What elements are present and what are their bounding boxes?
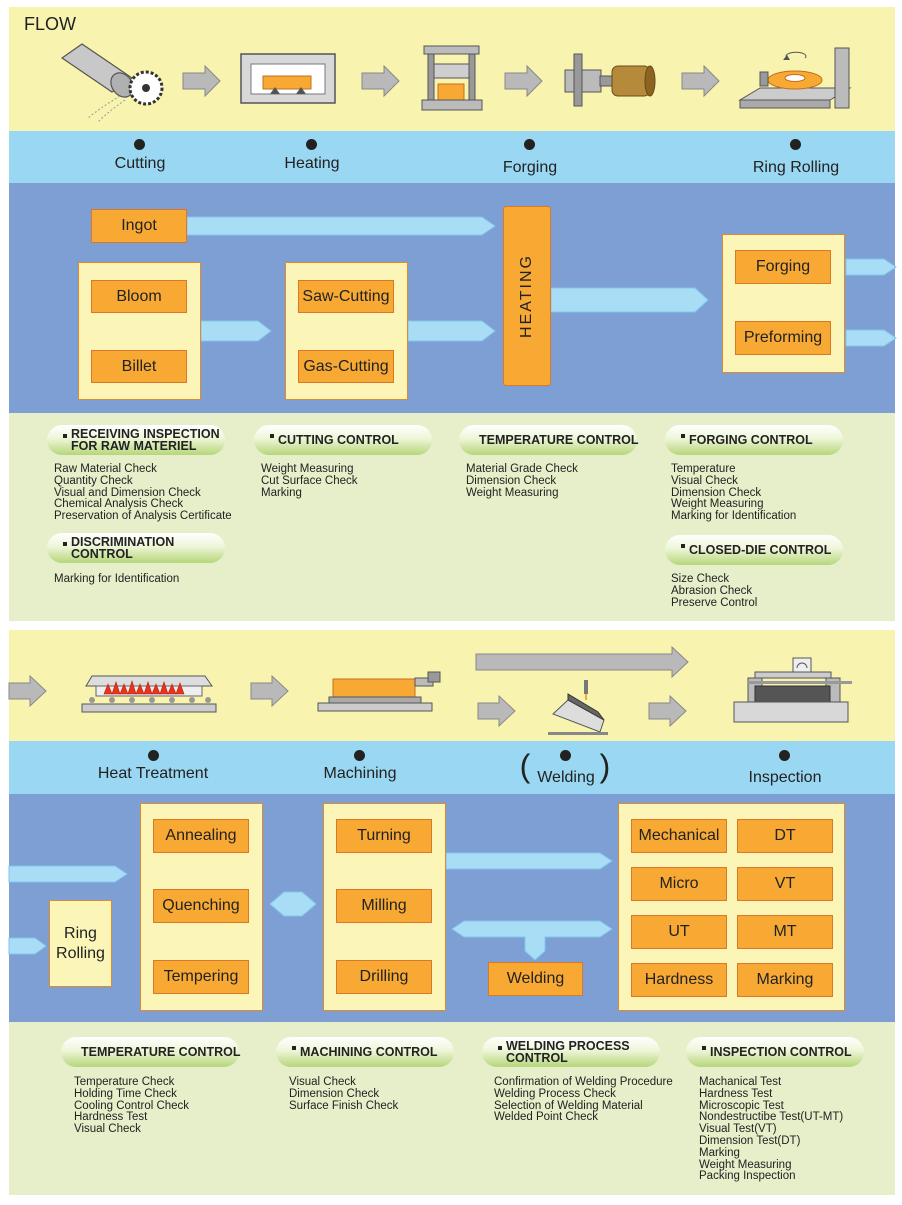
- process-arrows-bottom: [8, 852, 613, 961]
- annealing-box: Annealing: [153, 819, 249, 853]
- inspection-ut-box: UT: [631, 915, 727, 949]
- control-title-receiving-inspection: RECEIVING INSPECTION FOR RAW MATERIEL: [47, 425, 225, 455]
- cutting-illustration: [60, 43, 164, 123]
- quenching-box: Quenching: [153, 889, 249, 923]
- inspection-hardness-box: Hardness: [631, 963, 727, 997]
- stage-label-heat-treatment: Heat Treatment: [97, 765, 209, 782]
- stage-band-bottom: [9, 741, 895, 794]
- stage-label-forging: Forging: [502, 159, 558, 176]
- turning-box: Turning: [336, 819, 432, 853]
- control-title-forging: FORGING CONTROL: [665, 425, 843, 455]
- machining-illustration: [317, 671, 441, 712]
- ring-rolling-label: Ring Rolling: [56, 924, 105, 962]
- stage-dot-ring-rolling: [790, 139, 801, 150]
- stage-label-ring-rolling: Ring Rolling: [752, 159, 840, 176]
- inspection-dt-box: DT: [737, 819, 833, 853]
- ingot-box: Ingot: [91, 209, 187, 243]
- stage-label-heating: Heating: [284, 155, 340, 172]
- forging-box: Forging: [735, 250, 831, 284]
- stage-dot-inspection: [779, 750, 790, 761]
- control-title-machining: MACHINING CONTROL: [276, 1037, 454, 1067]
- stage-label-welding: Welding: [537, 769, 595, 786]
- preforming-box: Preforming: [735, 321, 831, 355]
- gas-cutting-box: Gas-Cutting: [298, 350, 394, 383]
- heating-box: HEATING: [503, 206, 551, 386]
- control-title-inspection: INSPECTION CONTROL: [686, 1037, 864, 1067]
- inspection-illustration: [733, 657, 852, 723]
- process-arrows-top: [186, 216, 897, 347]
- stage-dot-machining: [354, 750, 365, 761]
- stage-dot-cutting: [134, 139, 145, 150]
- inspection-marking-box: Marking: [737, 963, 833, 997]
- stage-dot-forging: [524, 139, 535, 150]
- heating-illustration: [240, 53, 336, 104]
- billet-box: Billet: [91, 350, 187, 383]
- stage-band-top: [9, 131, 895, 183]
- stage-label-inspection: Inspection: [748, 769, 822, 786]
- ring-rolling-illustration: [564, 53, 656, 107]
- control-title-closed-die: CLOSED-DIE CONTROL: [665, 535, 843, 565]
- control-title-cutting: CUTTING CONTROL: [254, 425, 432, 455]
- drilling-box: Drilling: [336, 960, 432, 994]
- bloom-box: Bloom: [91, 280, 187, 313]
- flow-label: FLOW: [24, 14, 76, 34]
- welding-box: Welding: [488, 962, 583, 996]
- welding-illustration: [548, 680, 608, 735]
- stage-label-cutting: Cutting: [114, 155, 166, 172]
- control-title-welding-process: WELDING PROCESS CONTROL: [482, 1037, 660, 1067]
- control-title-discrimination: DISCRIMINATION CONTROL: [47, 533, 225, 563]
- control-items-discrimination: Marking for Identification: [54, 573, 180, 585]
- heat-treatment-illustration: [81, 675, 217, 713]
- flow-illustrations-bottom: [8, 645, 852, 735]
- tempering-box: Tempering: [153, 960, 249, 994]
- inspection-mechanical-box: Mechanical: [631, 819, 727, 853]
- control-title-temperature-bottom: TEMPERATURE CONTROL: [61, 1037, 241, 1067]
- paren-close: ): [599, 748, 611, 784]
- forging-illustration: [421, 45, 483, 111]
- inspection-mt-box: MT: [737, 915, 833, 949]
- ring-rolling-table-illustration: [738, 47, 852, 109]
- stage-label-machining: Machining: [323, 765, 397, 782]
- stage-dot-heat-treatment: [148, 750, 159, 761]
- paren-open: (: [519, 748, 531, 784]
- inspection-micro-box: Micro: [631, 867, 727, 901]
- control-title-temperature: TEMPERATURE CONTROL: [459, 425, 639, 455]
- milling-box: Milling: [336, 889, 432, 923]
- saw-cutting-box: Saw-Cutting: [298, 280, 394, 313]
- stage-dot-welding: [560, 750, 571, 761]
- flow-illustrations-top: [60, 43, 852, 123]
- stage-dot-heating: [306, 139, 317, 150]
- inspection-vt-box: VT: [737, 867, 833, 901]
- ring-rolling-box: Ring Rolling: [49, 900, 112, 987]
